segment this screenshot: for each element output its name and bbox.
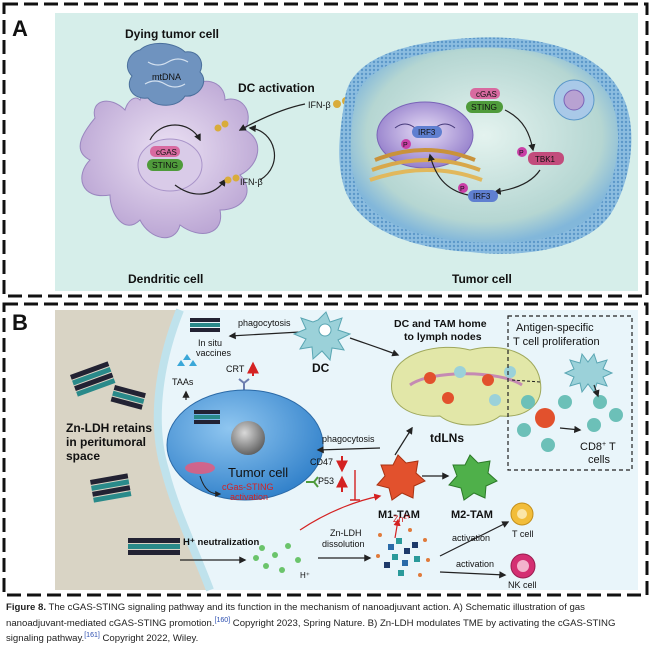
activation-1-arrow	[439, 521, 510, 557]
dc-cell-b	[292, 311, 352, 362]
zn-ldh-stacks	[70, 361, 180, 555]
zn-dissolution-label: Zn-LDH dissolution	[322, 528, 365, 549]
panel-a: A Dying tumor cell mtDNA cGAS STING	[2, 2, 649, 298]
cgas-sting-right: cGAS STING	[466, 88, 503, 113]
ifnb-left-label: IFN-β	[240, 177, 263, 187]
tumor-cell-b	[166, 389, 324, 501]
irf3-lower-label: IRF3	[473, 192, 491, 201]
t-cell-label: T cell	[512, 529, 533, 539]
caption-text-1: The cGAS-STING signaling pathway and its…	[6, 602, 585, 629]
panel-b-letter: B	[12, 310, 28, 335]
irf3-lower: P IRF3	[458, 183, 498, 202]
sting-right-label: STING	[471, 102, 497, 112]
nk-cell-label: NK cell	[508, 580, 537, 590]
taas-icon	[177, 354, 197, 366]
dying-tumor-cell-label: Dying tumor cell	[125, 27, 219, 41]
dc-tam-home-label: DC and TAM home to lymph nodes	[394, 318, 489, 343]
activation-2-arrow	[439, 571, 507, 579]
p53-label: P53	[318, 476, 334, 486]
svg-text:P: P	[519, 150, 524, 157]
tdlns-label: tdLNs	[430, 431, 464, 445]
caption-text-3: Copyright 2022, Wiley.	[99, 633, 199, 645]
m1-to-lymph-arrow	[394, 426, 413, 456]
activation-2-label: activation	[456, 559, 494, 569]
irf3-nucleus: P IRF3	[401, 126, 442, 149]
phagocytosis-top-label: phagocytosis	[238, 318, 291, 328]
tumor-cell-b-label: Tumor cell	[228, 465, 288, 480]
cgas-sting-activation-label: cGas-STING activation	[222, 482, 276, 502]
tumor-cell-a-label: Tumor cell	[452, 272, 512, 286]
p53-receptor	[306, 476, 319, 488]
cgas-left-label: cGAS	[156, 148, 177, 157]
nk-cell	[510, 553, 536, 579]
inhibition-line	[350, 470, 360, 501]
sting-tbk1-arrow	[504, 109, 536, 152]
mtdna-cluster	[127, 43, 205, 106]
cgas-sting-curve-arrow	[199, 475, 222, 497]
zn-ldh-label: Zn-LDH retains in peritumoral space	[66, 421, 155, 463]
m2-tam	[448, 454, 498, 501]
caption-ref-1[interactable]: [160]	[214, 616, 231, 624]
antigen-cells	[517, 352, 623, 452]
zn-to-m1-line-2	[393, 518, 401, 539]
zn-cluster	[376, 528, 430, 577]
zn2-label: Zn2+	[393, 514, 411, 524]
activation-1-label: activation	[452, 533, 490, 543]
in-situ-vaccines-label: In situ vaccines	[196, 338, 232, 358]
cgas-right-label: cGAS	[476, 90, 497, 99]
irf3-nucleus-arrow	[427, 153, 469, 196]
t-cell	[510, 502, 534, 526]
m1-tam	[376, 454, 426, 501]
panel-b: B Zn-LDH retains in peritumoral space	[2, 302, 649, 597]
svg-text:P: P	[460, 186, 465, 193]
cgas-sting-left: cGAS STING	[147, 146, 183, 171]
panel-a-letter: A	[12, 16, 28, 41]
dc-activation-label: DC activation	[238, 81, 315, 95]
cd47-label: CD47	[310, 457, 333, 467]
m2-tam-label: M2-TAM	[451, 509, 493, 521]
tbk1-label: TBK1	[535, 155, 556, 164]
dc-label: DC	[312, 361, 330, 375]
tbk1-irf3-arrow	[493, 169, 541, 195]
sting-left-label: STING	[152, 160, 178, 170]
figure-caption: Figure 8. The cGAS-STING signaling pathw…	[6, 602, 646, 646]
tbk1: P TBK1	[517, 147, 564, 165]
caption-ref-2[interactable]: [161]	[84, 632, 100, 640]
peritumoral-boundary	[153, 308, 214, 592]
m1-tam-label: M1-TAM	[378, 509, 420, 521]
in-situ-vaccines-icon	[190, 318, 220, 332]
mtdna-label: mtDNA	[152, 72, 181, 82]
crt-label: CRT	[226, 364, 245, 374]
phagocytosis-mid-label: phagocytosis	[322, 434, 375, 444]
dc-to-lymph-arrow	[349, 337, 400, 357]
phagocytosis-top-arrow	[228, 331, 301, 340]
h-plus-label: H⁺	[300, 571, 310, 580]
caption-label: Figure 8.	[6, 602, 46, 613]
dendritic-cell-label: Dendritic cell	[128, 272, 203, 286]
ifnb-arrow	[238, 103, 306, 131]
ifnb-top-label: IFN-β	[308, 100, 331, 110]
antigen-arrow-1	[559, 425, 582, 434]
antigen-label: Antigen-specific T cell proliferation	[513, 322, 600, 348]
lymph-node	[391, 346, 542, 426]
zn-to-m1-line	[299, 493, 382, 531]
caption-text-2: Copyright 2023, Spring Nature. B) Zn-LDH…	[6, 617, 616, 645]
figure-8: A Dying tumor cell mtDNA cGAS STING	[2, 2, 649, 597]
irf3-nucleus-label: IRF3	[418, 128, 436, 137]
phagocytosis-mid-arrow	[316, 446, 381, 454]
taas-label: TAAs	[172, 377, 194, 387]
tumor-cell-a	[339, 37, 632, 254]
h-plus-dots	[253, 543, 301, 573]
antigen-arrow-2	[592, 384, 600, 398]
ifnb-loop-arrow	[248, 124, 276, 181]
svg-text:P: P	[403, 142, 408, 149]
antigen-box	[507, 315, 633, 471]
h-neutralization-label: H⁺ neutralization	[183, 537, 259, 548]
cd8-label: CD8+ T cells	[580, 441, 619, 466]
